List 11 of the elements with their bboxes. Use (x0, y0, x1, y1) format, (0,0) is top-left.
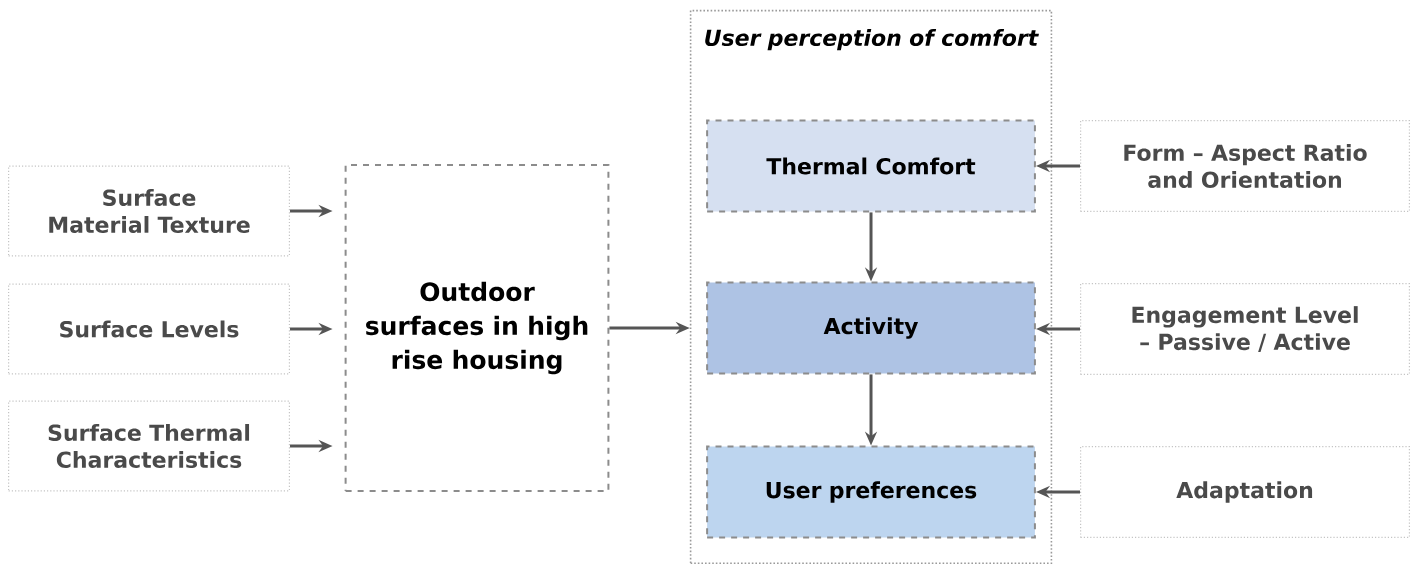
process-box: Thermal Comfort (706, 119, 1036, 213)
process-box: Activity (706, 281, 1036, 375)
factor-box: Engagement Level – Passive / Active (1080, 283, 1410, 375)
factor-box: Surface Material Texture (8, 165, 290, 257)
factor-box: Adaptation (1080, 446, 1410, 538)
factor-box: Form – Aspect Ratio and Orientation (1080, 120, 1410, 212)
factor-box: Surface Levels (8, 283, 290, 375)
group-heading: User perception of comfort (705, 29, 1039, 51)
factor-box: Surface Thermal Characteristics (8, 400, 290, 492)
subject-box: Outdoor surfaces in high rise housing (344, 164, 610, 492)
process-box: User preferences (706, 445, 1036, 539)
